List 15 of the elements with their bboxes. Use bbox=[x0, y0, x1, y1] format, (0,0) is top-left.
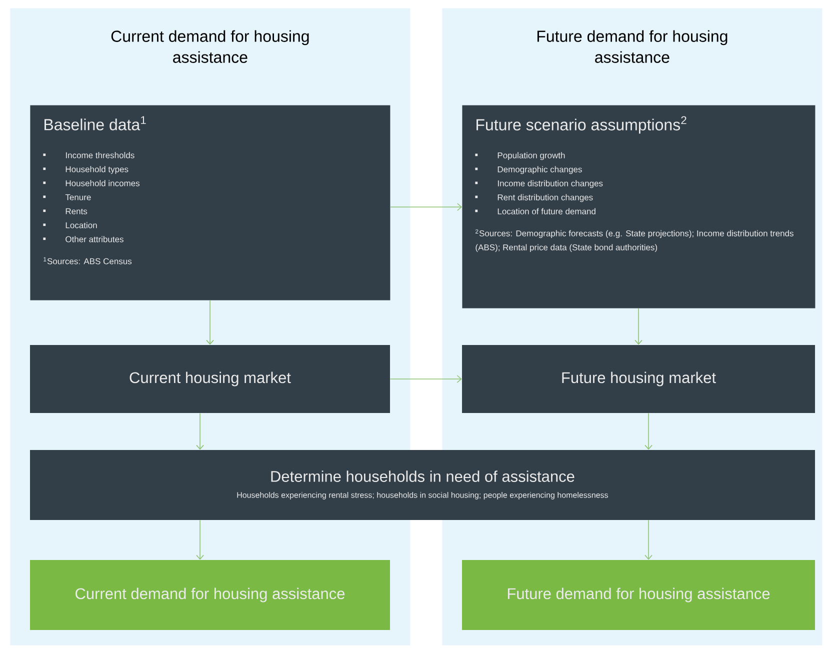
arrow bbox=[644, 520, 652, 560]
result-box: Current demand for housing assistance bbox=[30, 560, 390, 630]
process-box: Future housing market bbox=[462, 345, 815, 413]
process-box: Determine households in need of assistance Households experiencing rental stress; households in social housing; people experiencing homelessness bbox=[30, 450, 815, 520]
process-box: Current housing market bbox=[30, 345, 390, 413]
arrow bbox=[644, 412, 652, 450]
arrow bbox=[206, 300, 214, 345]
arrow bbox=[196, 520, 204, 560]
data-box: Baseline data$^{1}$ Income thresholds Household types Household incomes Tenure Rents Location Other attributes $^{1}$Sources: ABS Census bbox=[30, 105, 390, 300]
arrow bbox=[390, 375, 462, 383]
arrow bbox=[390, 203, 462, 211]
data-box: Future scenario assumptions$^{2}$ Population growth Demographic changes Income distribution changes Rent distribution changes Location of future demand $^{2}$Sources: Demographic forecasts (e.g. State projections); Income distribution trends (ABS); Rental price data (State bond authorities) bbox=[462, 105, 816, 308]
result-box: Future demand for housing assistance bbox=[462, 560, 815, 630]
arrow bbox=[196, 412, 204, 450]
arrow bbox=[634, 308, 642, 345]
